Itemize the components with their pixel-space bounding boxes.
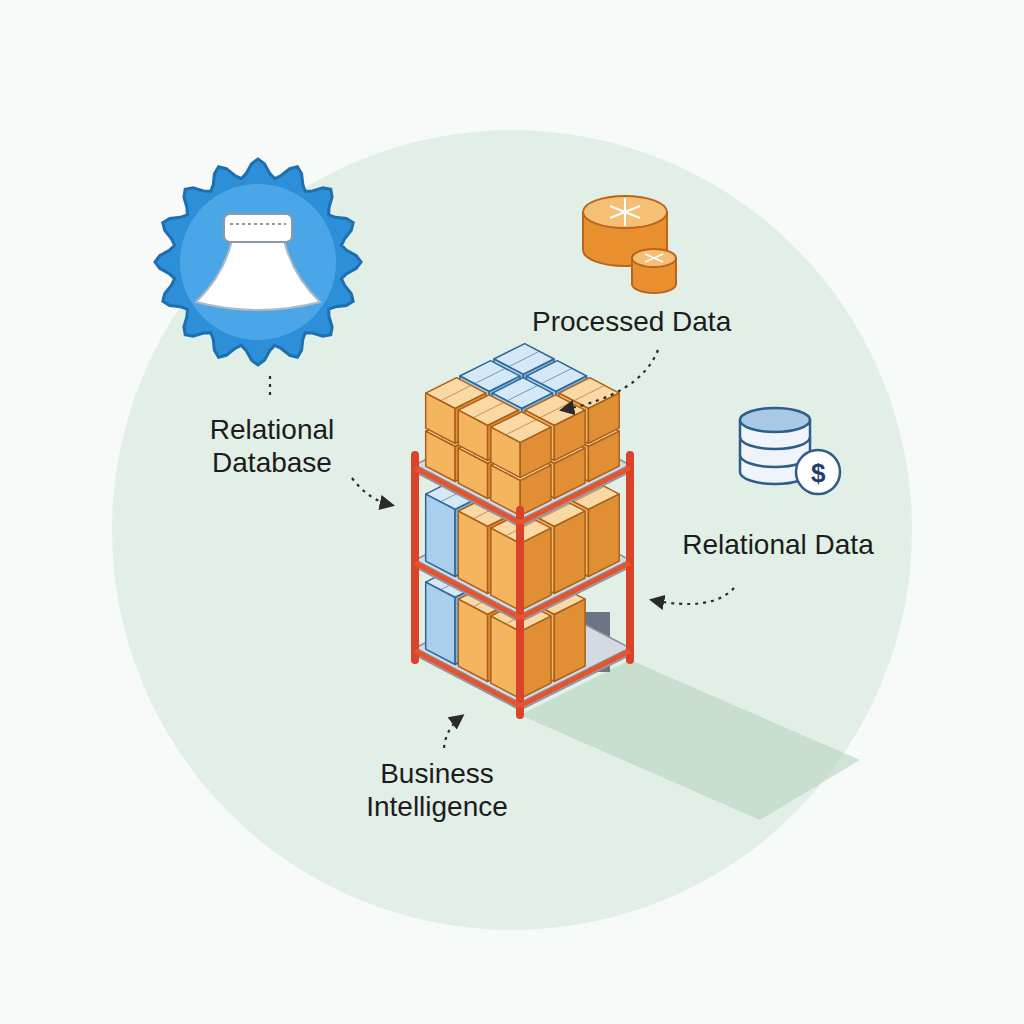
box-tape bbox=[574, 385, 605, 400]
box-side bbox=[554, 599, 585, 681]
label-wrap: $ bbox=[811, 458, 825, 489]
box-side bbox=[426, 494, 455, 576]
box-side bbox=[458, 599, 487, 681]
splat-inner bbox=[180, 184, 336, 340]
box-side bbox=[554, 511, 585, 593]
label-wrap: Business Intelligence bbox=[332, 757, 542, 823]
rack-post bbox=[626, 455, 634, 660]
background-circle bbox=[112, 130, 912, 930]
processed-cylinders bbox=[583, 196, 676, 293]
rack-beam bbox=[415, 563, 520, 618]
box-tape bbox=[506, 420, 537, 435]
box-tape bbox=[507, 385, 538, 400]
box-tape bbox=[475, 368, 506, 383]
box-side bbox=[426, 582, 455, 664]
label-wrap: Relational Database bbox=[172, 413, 372, 479]
label-text: Business Intelligence bbox=[332, 757, 542, 823]
box-side bbox=[588, 494, 619, 576]
box-tape bbox=[473, 402, 504, 417]
leader-lines bbox=[270, 350, 734, 748]
lampshade-icon bbox=[196, 240, 320, 310]
rack-beam bbox=[415, 651, 520, 706]
splat-badge bbox=[155, 159, 361, 365]
rack-beam bbox=[520, 468, 630, 523]
rack-beam bbox=[520, 563, 630, 618]
rack-post bbox=[411, 455, 419, 660]
box-side bbox=[520, 427, 551, 477]
label-wrap: Relational Data bbox=[678, 528, 878, 561]
lampshade-cap bbox=[224, 214, 292, 242]
database-stack bbox=[740, 408, 840, 494]
box-tape bbox=[541, 368, 572, 383]
box-tape bbox=[509, 351, 540, 366]
rack-beam bbox=[415, 468, 520, 523]
box-side bbox=[491, 528, 520, 610]
label-text: Relational Database bbox=[172, 413, 372, 479]
box-tape bbox=[440, 385, 471, 400]
box-side bbox=[520, 616, 551, 698]
box-side bbox=[554, 410, 585, 460]
label-text: Processed Data bbox=[532, 305, 731, 338]
coin bbox=[796, 450, 840, 494]
box-side bbox=[520, 528, 551, 610]
box-side bbox=[588, 393, 619, 443]
rack-beam bbox=[520, 651, 630, 706]
label-wrap: Processed Data bbox=[532, 305, 731, 338]
cap-stitch bbox=[230, 223, 286, 225]
label-text: Relational Data bbox=[678, 528, 878, 561]
box-side bbox=[491, 616, 520, 698]
currency-symbol: $ bbox=[811, 458, 825, 489]
box-side bbox=[458, 511, 487, 593]
rack-post bbox=[516, 510, 524, 715]
